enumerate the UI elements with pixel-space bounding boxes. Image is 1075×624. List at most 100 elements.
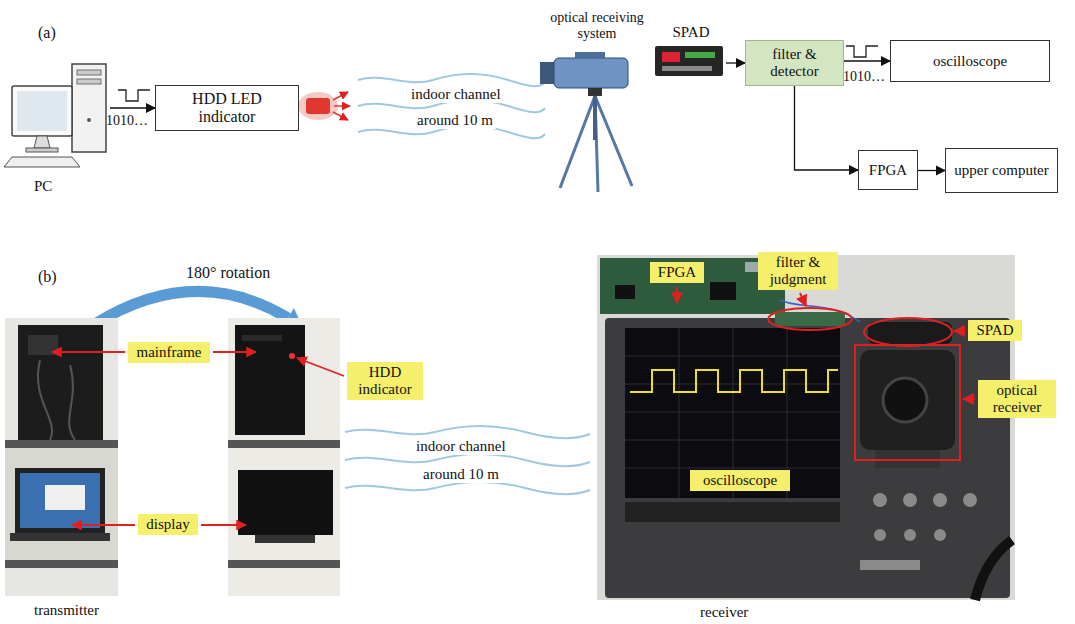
pc-illustration [34, 136, 50, 148]
node-text: SPAD [977, 322, 1014, 339]
led-illustration [306, 98, 330, 114]
node-text: HDD LED indicator [162, 90, 292, 126]
highlight-marks [954, 330, 965, 332]
channel-label: around 10 m [420, 466, 502, 483]
caption-label: receiver [700, 604, 748, 621]
node-text: optical receiving system [540, 10, 654, 42]
transmitter-photo-back [5, 318, 118, 596]
transmitter-photo-front [228, 440, 340, 448]
signal-label: 1010… [843, 68, 885, 85]
leader-arrow [52, 352, 344, 525]
highlight-marks [768, 308, 852, 330]
highlight-marks [676, 287, 678, 303]
transmitter-photo-front [228, 318, 340, 596]
spad-illustration [662, 66, 712, 71]
receiver-photo [775, 312, 845, 326]
transmitter-photo-front [235, 325, 305, 435]
channel-waves [345, 454, 590, 466]
transmitter-photo-front [228, 318, 340, 596]
receiver-photo [597, 255, 1015, 600]
transmitter-photo-back [69, 365, 75, 440]
transmitter-photo-back [20, 473, 100, 528]
transmitter-photo-back [5, 560, 118, 568]
led-illustration [333, 92, 348, 100]
receiver-photo [904, 529, 916, 541]
callout-tag: SPAD [968, 320, 1022, 341]
spad-node: SPAD [656, 22, 726, 80]
signal-label: 1010… [106, 112, 148, 129]
receiver-photo [860, 493, 977, 570]
receiver-photo [933, 493, 947, 507]
camera-illustration [540, 52, 632, 192]
receiver-photo [625, 328, 840, 498]
signal-arrow [726, 62, 745, 63]
highlight-marks [800, 293, 806, 306]
highlight-marks [963, 398, 975, 400]
transmitter-photo-front [255, 535, 315, 543]
led-illustration [298, 92, 350, 120]
receiver-photo [873, 493, 887, 507]
node-text: display [146, 516, 189, 533]
process-box: FPGA [858, 150, 918, 190]
spad-illustration [655, 46, 723, 76]
receiver-photo [625, 328, 840, 498]
spad-illustration [685, 52, 715, 58]
callout-tag: optical receiver [978, 380, 1056, 418]
node-text: upper computer [954, 162, 1049, 179]
channel-waves [345, 482, 590, 494]
caption-label: transmitter [34, 602, 99, 619]
receiver-photo [860, 560, 920, 570]
node-text: PC [34, 178, 52, 195]
node-text: oscilloscope [703, 472, 777, 489]
process-box: oscilloscope [890, 40, 1050, 82]
transmitter-photo-back [45, 485, 85, 510]
node-text: FPGA [658, 264, 696, 281]
receiver-photo [963, 493, 977, 507]
leader-arrow [297, 358, 344, 376]
camera-illustration [588, 88, 602, 96]
node-text: SPAD [673, 24, 710, 41]
receiver-photo [597, 255, 1015, 600]
signal-arrow [110, 107, 155, 108]
receiver-photo [625, 502, 840, 522]
node-text: mainframe [137, 344, 202, 361]
channel-waves [358, 74, 545, 138]
callout-tag: oscilloscope [690, 470, 790, 491]
callout-tag: mainframe [128, 342, 210, 363]
waveform [118, 90, 150, 101]
waveform [846, 46, 878, 57]
camera-illustration [560, 96, 595, 188]
transmitter-photo-back [5, 318, 118, 596]
spad-illustration [655, 46, 723, 76]
highlight-marks [864, 318, 952, 346]
process-box: HDD LED indicator [155, 85, 299, 131]
receiver-photo [679, 328, 680, 498]
transmitter-photo-front [289, 353, 295, 359]
rotation-label: 180° rotation [186, 264, 270, 281]
receiver-photo [860, 350, 955, 450]
transmitter-photo-back [5, 440, 118, 448]
transmitter-photo-back [38, 360, 52, 440]
process-box: upper computer [945, 148, 1058, 193]
led-illustration [334, 105, 350, 107]
node-text: FPGA [869, 162, 907, 179]
pc-illustration [26, 148, 58, 152]
highlight-marks [677, 287, 975, 460]
leader-arrow [72, 524, 135, 526]
led-illustration [298, 92, 338, 120]
pc-illustration [12, 86, 72, 136]
receiver-photo [615, 285, 635, 299]
channel-label: indoor channel [413, 438, 509, 455]
transmitter-photo-back [15, 468, 105, 533]
receiver-photo [975, 540, 1012, 600]
receiver-photo [780, 300, 860, 322]
highlight-marks [855, 345, 960, 460]
receiver-photo [710, 282, 736, 300]
pc-illustration [4, 157, 80, 167]
camera-illustration [554, 58, 628, 88]
leader-arrow [213, 351, 256, 353]
transmitter-photo-back [10, 533, 110, 541]
receiver-photo [934, 529, 946, 541]
receiver-photo [883, 378, 927, 422]
channel-waves [358, 74, 545, 86]
